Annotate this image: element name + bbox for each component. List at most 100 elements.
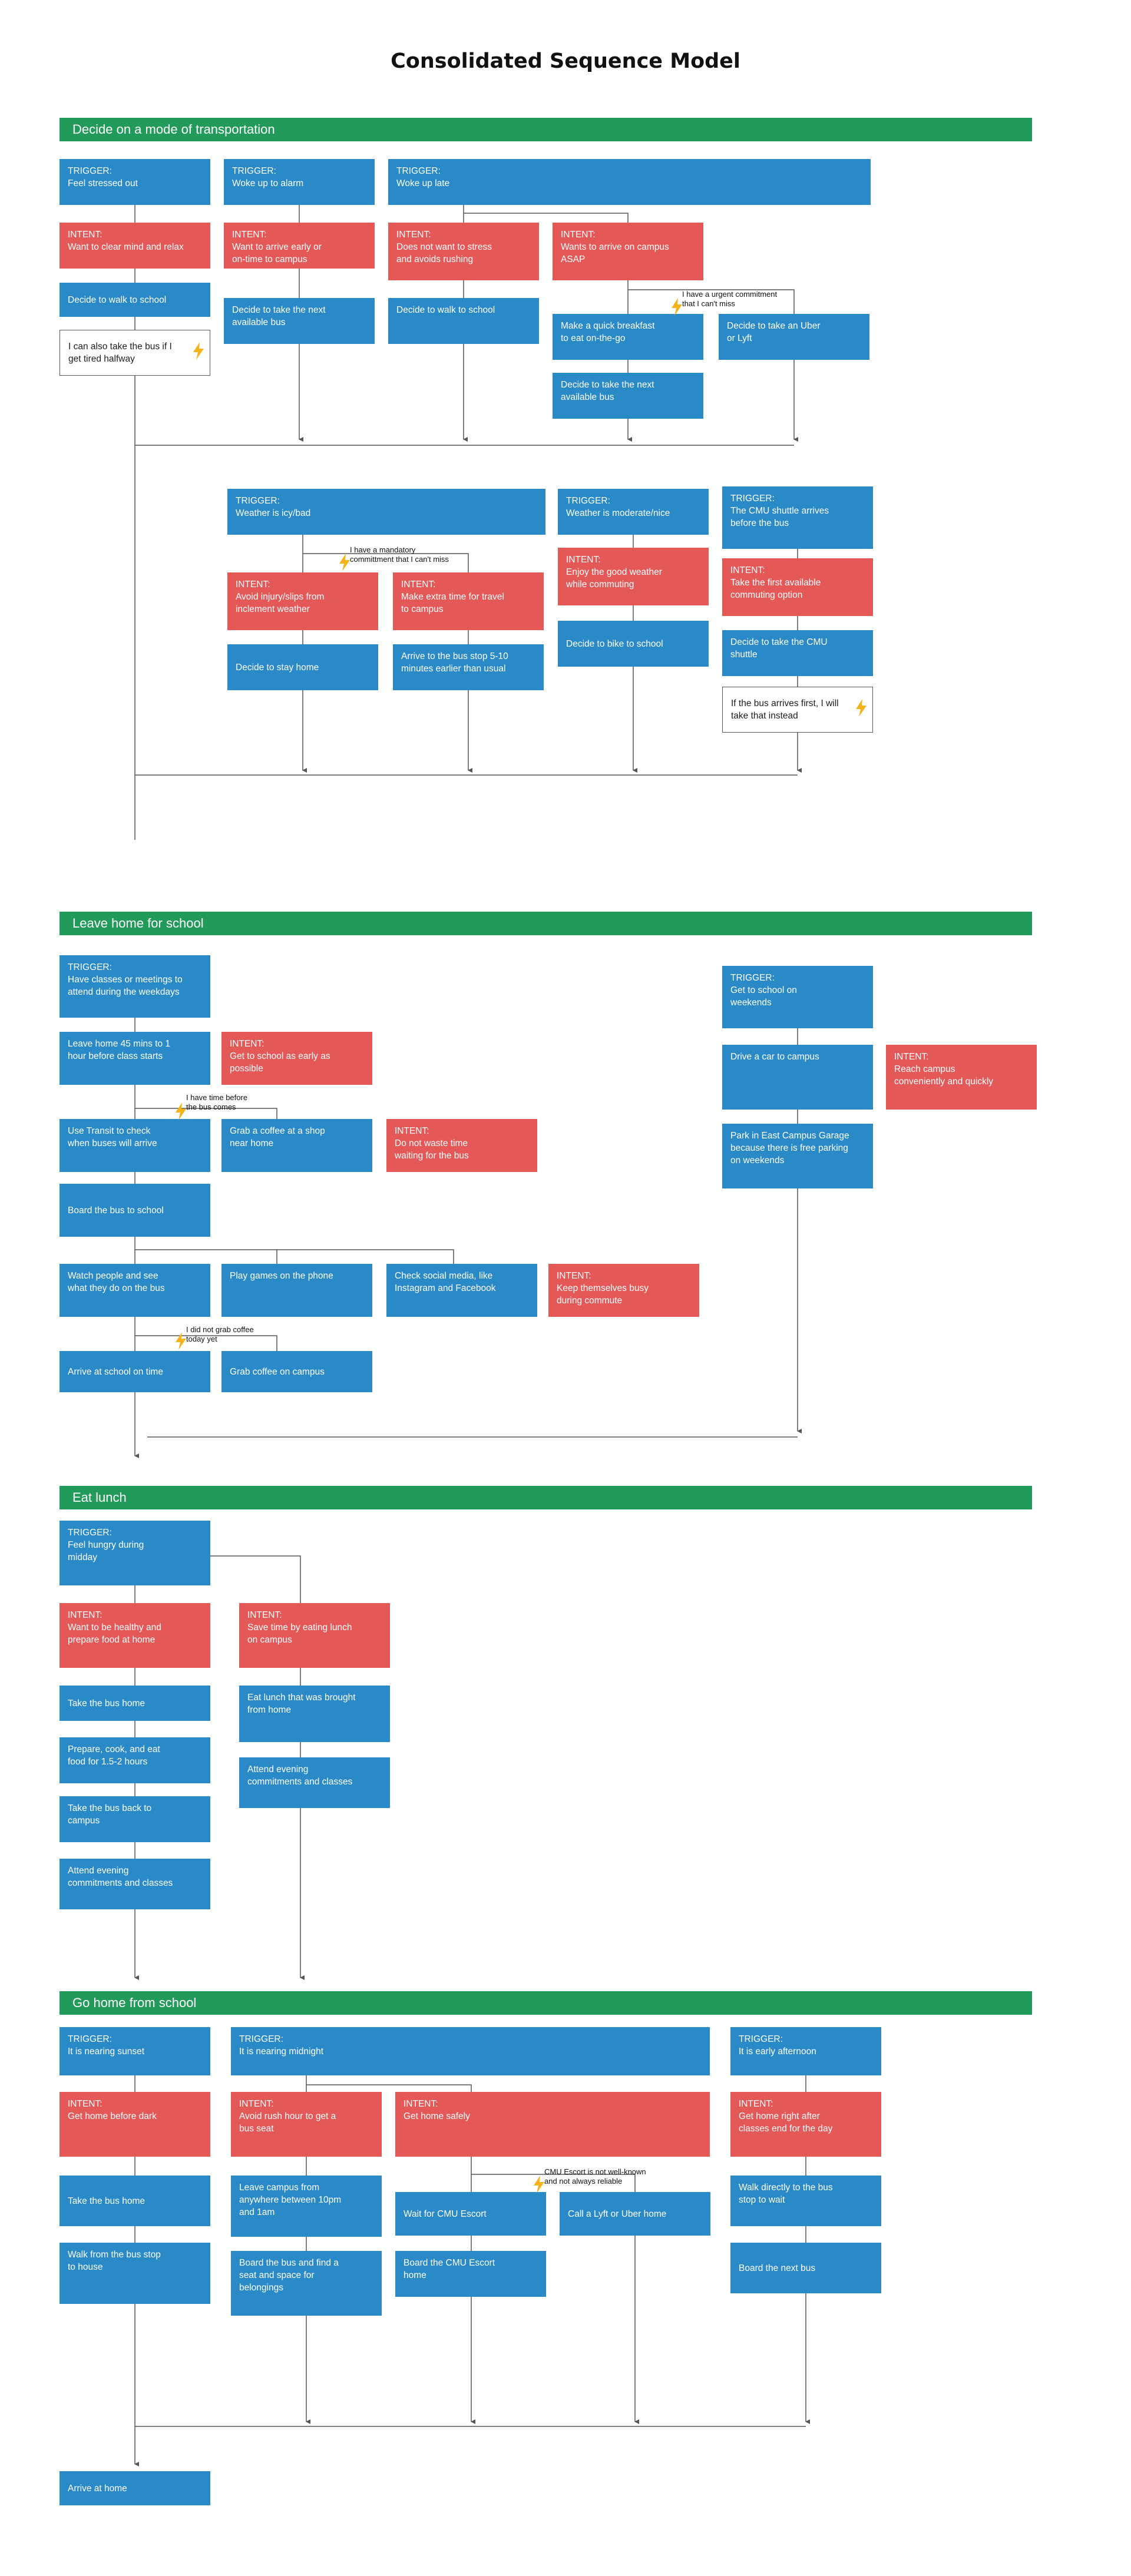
trigger-node-s2_t1: TRIGGER: Have classes or meetings to att… xyxy=(59,955,210,1018)
action-node-s2_a3: Grab a coffee at a shop near home xyxy=(221,1119,372,1172)
connector-line xyxy=(135,1249,277,1264)
intent-node-s3_i2: INTENT: Save time by eating lunch on cam… xyxy=(239,1603,390,1668)
action-node-s1_a9: Decide to bike to school xyxy=(558,621,709,667)
action-node-s1_a6: Decide to take the next available bus xyxy=(553,373,703,419)
intent-node-s1_i7: INTENT: Enjoy the good weather while com… xyxy=(558,548,709,605)
action-node-s2_a8: Arrive at school on time xyxy=(59,1351,210,1392)
lightning-bolt-icon xyxy=(193,342,204,360)
trigger-node-s1_t6: TRIGGER: The CMU shuttle arrives before … xyxy=(722,486,873,549)
action-node-s2_a4: Board the bus to school xyxy=(59,1184,210,1237)
action-node-s4_a8: Walk directly to the bus stop to wait xyxy=(730,2176,881,2226)
action-node-s3_a4: Attend evening commitments and classes xyxy=(59,1859,210,1909)
intent-node-s1_i8: INTENT: Take the first available commuti… xyxy=(722,558,873,616)
lightning-bolt-icon xyxy=(174,1102,187,1123)
action-node-s2_a5: Watch people and see what they do on the… xyxy=(59,1264,210,1317)
connector-line xyxy=(471,2174,636,2192)
breakdown-node-s1_w1: I can also take the bus if I get tired h… xyxy=(59,330,210,376)
action-node-s1_a8: Arrive to the bus stop 5-10 minutes earl… xyxy=(393,644,544,690)
action-node-s3_a5: Eat lunch that was brought from home xyxy=(239,1686,390,1742)
action-node-s1_a4: Make a quick breakfast to eat on-the-go xyxy=(553,314,703,360)
action-node-s2_a9: Grab coffee on campus xyxy=(221,1351,372,1392)
action-node-s4_a5: Wait for CMU Escort xyxy=(395,2192,546,2236)
breakdown-node-s1_w2: If the bus arrives first, I will take th… xyxy=(722,687,873,733)
intent-node-s1_i4: INTENT: Wants to arrive on campus ASAP xyxy=(553,223,703,280)
action-node-s4_a1: Take the bus home xyxy=(59,2176,210,2226)
trigger-node-s1_t4: TRIGGER: Weather is icy/bad xyxy=(227,489,545,535)
page-title: Consolidated Sequence Model xyxy=(391,49,740,73)
intent-node-s1_i2: INTENT: Want to arrive early or on-time … xyxy=(224,223,375,269)
intent-node-s2_i4: INTENT: Reach campus conveniently and qu… xyxy=(886,1045,1037,1110)
connector-lines xyxy=(134,205,810,2466)
section-header-s3: Eat lunch xyxy=(59,1486,1032,1509)
lightning-bolt-icon xyxy=(670,298,683,319)
trigger-node-s2_t2: TRIGGER: Get to school on weekends xyxy=(722,966,873,1028)
action-node-s3_a2: Prepare, cook, and eat food for 1.5-2 ho… xyxy=(59,1737,210,1783)
breakdown-note-n5: CMU Escort is not well-known and not alw… xyxy=(544,2167,646,2186)
action-node-s4_a2: Walk from the bus stop to house xyxy=(59,2243,210,2304)
lightning-bolt-icon xyxy=(174,1332,187,1353)
trigger-node-s3_t1: TRIGGER: Feel hungry during midday xyxy=(59,1521,210,1585)
intent-node-s3_i1: INTENT: Want to be healthy and prepare f… xyxy=(59,1603,210,1668)
action-node-s1_a1: Decide to walk to school xyxy=(59,283,210,317)
trigger-node-s4_t1: TRIGGER: It is nearing sunset xyxy=(59,2027,210,2075)
connector-line xyxy=(628,289,795,314)
connector-line xyxy=(210,1555,301,1603)
section-header-s2: Leave home for school xyxy=(59,912,1032,935)
trigger-node-s1_t5: TRIGGER: Weather is moderate/nice xyxy=(558,489,709,535)
intent-node-s1_i6: INTENT: Make extra time for travel to ca… xyxy=(393,572,544,630)
trigger-node-s1_t1: TRIGGER: Feel stressed out xyxy=(59,159,210,205)
trigger-node-s4_t3: TRIGGER: It is early afternoon xyxy=(730,2027,881,2075)
lightning-bolt-icon xyxy=(856,699,867,717)
intent-node-s4_i1: INTENT: Get home before dark xyxy=(59,2092,210,2157)
connector-line xyxy=(135,1108,277,1119)
breakdown-note-n1: I have a urgent commitment that I can't … xyxy=(682,290,778,308)
breakdown-note-n4: I did not grab coffee today yet xyxy=(186,1325,254,1343)
trigger-node-s1_t2: TRIGGER: Woke up to alarm xyxy=(224,159,375,205)
intent-node-s2_i2: INTENT: Do not waste time waiting for th… xyxy=(386,1119,537,1172)
action-node-s3_a1: Take the bus home xyxy=(59,1686,210,1721)
action-node-s2_a2: Use Transit to check when buses will arr… xyxy=(59,1119,210,1172)
breakdown-text: If the bus arrives first, I will take th… xyxy=(731,698,839,721)
section-header-s1: Decide on a mode of transportation xyxy=(59,118,1032,141)
lightning-bolt-icon xyxy=(339,554,350,571)
connector-line xyxy=(464,213,629,223)
intent-node-s2_i1: INTENT: Get to school as early as possib… xyxy=(221,1032,372,1085)
action-node-s3_a3: Take the bus back to campus xyxy=(59,1796,210,1842)
connector-line xyxy=(303,553,469,572)
action-node-s4_a7: Call a Lyft or Uber home xyxy=(560,2192,710,2236)
intent-node-s1_i3: INTENT: Does not want to stress and avoi… xyxy=(388,223,539,280)
action-node-s2_a1: Leave home 45 mins to 1 hour before clas… xyxy=(59,1032,210,1085)
action-node-s1_a3: Decide to walk to school xyxy=(388,298,539,344)
intent-node-s1_i1: INTENT: Want to clear mind and relax xyxy=(59,223,210,269)
connector-line xyxy=(135,1335,277,1351)
section-header-s4: Go home from school xyxy=(59,1991,1032,2015)
action-node-s1_a10: Decide to take the CMU shuttle xyxy=(722,630,873,676)
action-node-s4_a3: Leave campus from anywhere between 10pm … xyxy=(231,2176,382,2237)
action-node-s4_a6: Board the CMU Escort home xyxy=(395,2251,546,2297)
lightning-bolt-icon xyxy=(672,298,682,316)
action-node-s3_a6: Attend evening commitments and classes xyxy=(239,1757,390,1808)
action-node-s1_a7: Decide to stay home xyxy=(227,644,378,690)
action-node-s4_a9: Board the next bus xyxy=(730,2243,881,2293)
lightning-bolt-icon xyxy=(338,554,351,574)
action-node-s4_end: Arrive at home xyxy=(59,2471,210,2505)
action-node-s1_a5: Decide to take an Uber or Lyft xyxy=(719,314,869,360)
action-node-s2_a10: Drive a car to campus xyxy=(722,1045,873,1110)
lightning-bolt-icon xyxy=(533,2176,545,2196)
intent-node-s1_i5: INTENT: Avoid injury/slips from inclemen… xyxy=(227,572,378,630)
lightning-bolt-icon xyxy=(176,1102,186,1120)
connector-line xyxy=(306,2084,472,2092)
action-node-s1_a2: Decide to take the next available bus xyxy=(224,298,375,344)
breakdown-note-n3: I have time before the bus comes xyxy=(186,1093,248,1111)
lightning-bolt-icon xyxy=(192,342,205,363)
lightning-bolt-icon xyxy=(855,699,868,720)
action-node-s4_a4: Board the bus and find a seat and space … xyxy=(231,2251,382,2316)
action-node-s2_a6: Play games on the phone xyxy=(221,1264,372,1317)
intent-node-s4_i2: INTENT: Avoid rush hour to get a bus sea… xyxy=(231,2092,382,2157)
intent-node-s4_i4: INTENT: Get home right after classes end… xyxy=(730,2092,881,2157)
intent-node-s2_i3: INTENT: Keep themselves busy during comm… xyxy=(548,1264,699,1317)
trigger-node-s4_t2: TRIGGER: It is nearing midnight xyxy=(231,2027,710,2075)
breakdown-text: I can also take the bus if I get tired h… xyxy=(68,342,172,364)
connector-line xyxy=(277,1249,454,1264)
action-node-s2_a11: Park in East Campus Garage because there… xyxy=(722,1124,873,1188)
